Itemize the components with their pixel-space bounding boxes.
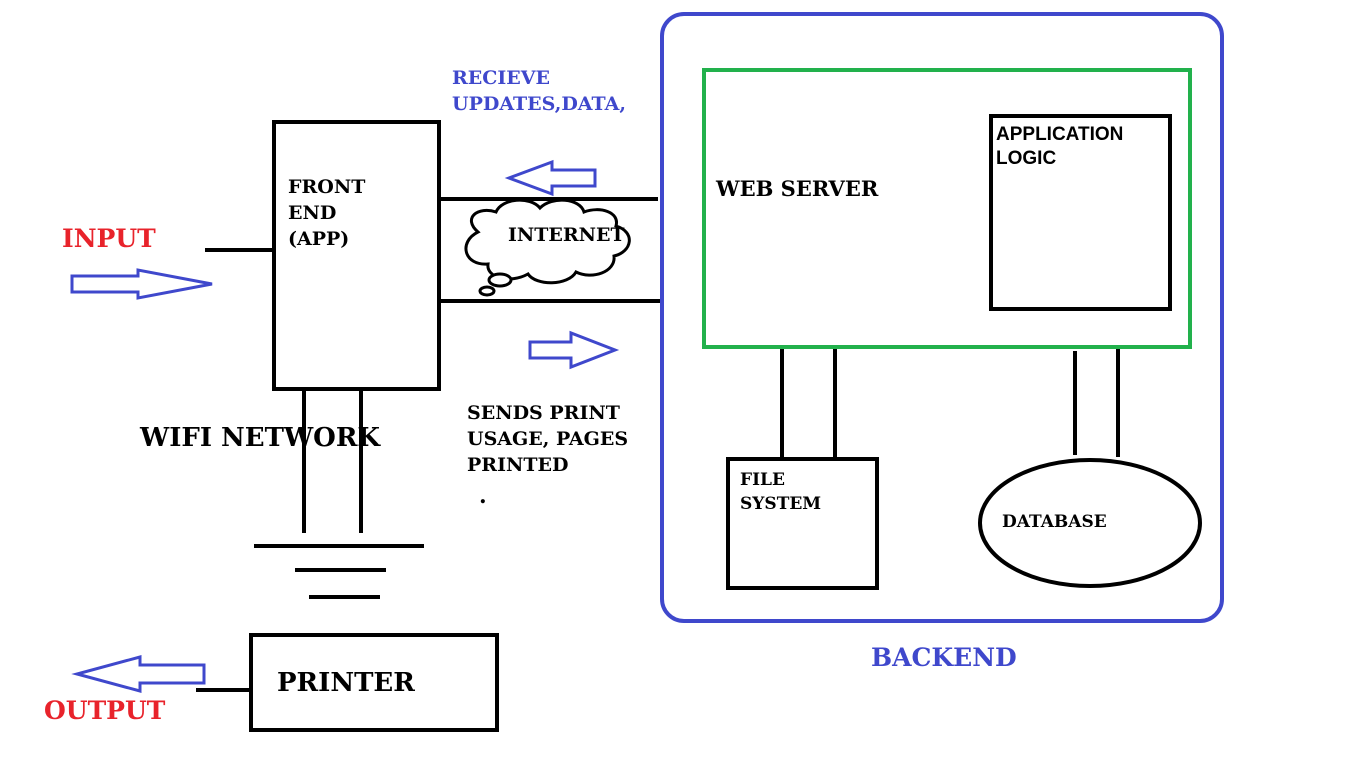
- front-end-box: [272, 120, 441, 391]
- stray-dot: .: [479, 483, 487, 509]
- internet-cloud-icon: [464, 198, 631, 297]
- receive-label-line1: RECIEVE: [452, 67, 550, 89]
- backend-label: BACKEND: [871, 643, 1017, 672]
- internet-label: INTERNET: [508, 224, 625, 246]
- file-system-label-line1: FILE: [740, 470, 785, 490]
- input-arrow-icon: [70, 268, 213, 300]
- front-end-label-line3: (APP): [288, 228, 349, 250]
- file-system-label-line2: SYSTEM: [740, 494, 821, 514]
- sends-label-line2: USAGE, PAGES: [467, 428, 628, 450]
- file-system-box: [726, 457, 879, 590]
- printer-box: [249, 633, 499, 732]
- sends-label-line3: PRINTED: [467, 454, 568, 476]
- front-end-label-line2: END: [288, 202, 336, 224]
- sends-label-line1: SENDS PRINT: [467, 402, 620, 424]
- backend-box: [660, 12, 1224, 623]
- output-arrow-icon: [71, 655, 206, 693]
- web-server-box: [702, 68, 1192, 349]
- sends-arrow-icon: [528, 330, 620, 370]
- receive-label-line2: UPDATES,DATA,: [452, 93, 626, 115]
- application-logic-box: [989, 114, 1172, 311]
- database-ellipse: [978, 458, 1202, 588]
- output-label: OUTPUT: [44, 696, 166, 725]
- receive-arrow-icon: [504, 159, 597, 197]
- input-label: INPUT: [62, 224, 156, 253]
- wifi-network-label: WIFI NETWORK: [139, 423, 381, 453]
- front-end-label-line1: FRONT: [288, 176, 365, 198]
- application-logic-label-line1: APPLICATION: [996, 124, 1123, 145]
- database-label: DATABASE: [1002, 512, 1107, 532]
- printer-label: PRINTER: [277, 668, 415, 698]
- web-server-label: WEB SERVER: [715, 176, 879, 201]
- application-logic-label-line2: LOGIC: [996, 148, 1056, 169]
